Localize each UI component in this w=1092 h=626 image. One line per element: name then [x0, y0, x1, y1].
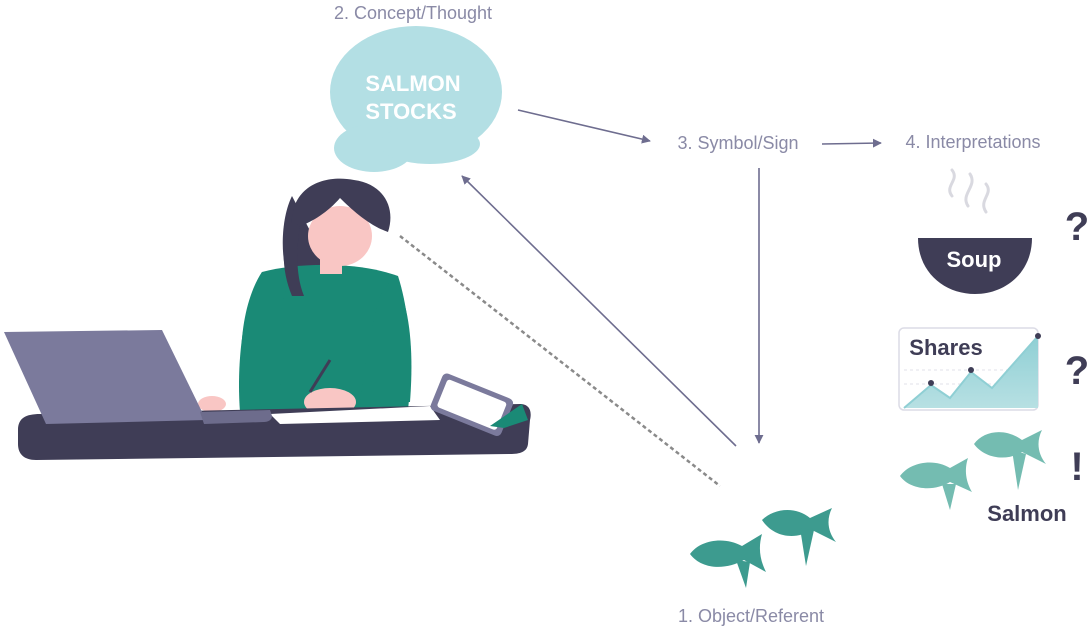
- shares-label: Shares: [909, 335, 982, 360]
- symbol-sign-label: 3. Symbol/Sign: [677, 133, 798, 153]
- salmon-exclamation-mark: !: [1070, 445, 1083, 489]
- object-referent-label: 1. Object/Referent: [678, 606, 824, 626]
- concept-thought-label: 2. Concept/Thought: [334, 3, 492, 23]
- soup-question-mark: ?: [1065, 205, 1089, 249]
- salmon-fish-icon: [900, 430, 1046, 510]
- object-fish-icon: [690, 508, 836, 588]
- person-at-desk-illustration: [4, 178, 531, 460]
- shares-question-mark: ?: [1065, 349, 1089, 393]
- bubble-text-line1: SALMON: [365, 71, 460, 96]
- shares-chart-icon: Shares: [898, 327, 1041, 411]
- thought-bubble: SALMON STOCKS: [330, 26, 502, 172]
- arrow-concept-to-symbol: [517, 109, 651, 144]
- bubble-text-line2: STOCKS: [365, 99, 456, 124]
- arrow-symbol-to-interpretations: [821, 138, 882, 148]
- soup-label: Soup: [947, 247, 1002, 272]
- salmon-label: Salmon: [987, 501, 1066, 526]
- soup-bowl-icon: Soup: [918, 168, 1032, 294]
- dashed-line-person-to-object: [399, 235, 721, 487]
- interpretations-label: 4. Interpretations: [905, 132, 1040, 152]
- arrow-object-to-concept: [461, 175, 737, 447]
